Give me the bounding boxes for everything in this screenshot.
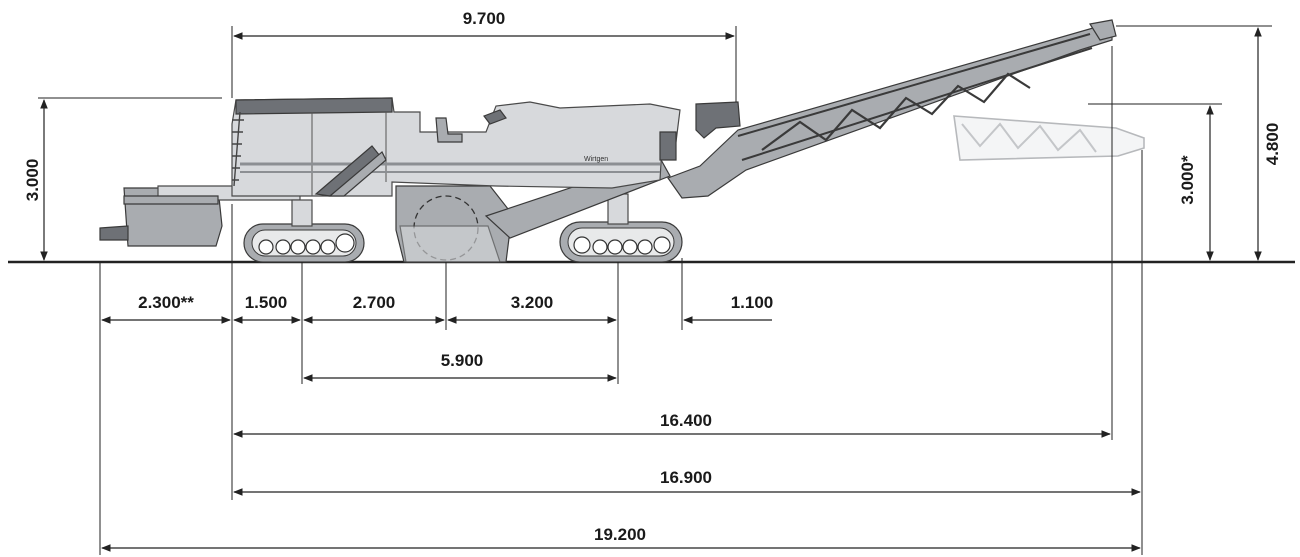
extension-lines: [38, 25, 1272, 555]
label-rear-overhang: 1.100: [731, 293, 774, 312]
label-drum-to-rear-track: 3.200: [511, 293, 554, 312]
machine-body: [231, 97, 681, 197]
front-bumper: [99, 185, 301, 247]
label-height-left: 3.000: [23, 159, 42, 202]
dimension-labels: 9.700 3.000 4.800 3.000* 2.300** 1.500 2…: [23, 9, 1282, 544]
brand-label: Wirtgen: [584, 156, 608, 163]
label-length-conveyor-extended: 16.900: [660, 468, 712, 487]
dimension-lines: [40, 27, 1262, 552]
label-front-overhang: 2.300**: [138, 293, 194, 312]
discharge-conveyor-folded: [953, 115, 1145, 161]
label-length-conveyor-folded: 16.400: [660, 411, 712, 430]
brand-plate: Wirtgen: [584, 156, 608, 163]
label-track-to-drum: 2.700: [353, 293, 396, 312]
milling-drum-housing: [395, 185, 513, 263]
label-front-to-track: 1.500: [245, 293, 288, 312]
rear-track: [559, 193, 683, 263]
discharge-conveyor: [667, 19, 1117, 199]
label-height-right-total: 4.800: [1263, 123, 1282, 166]
label-height-right-conveyor: 3.000*: [1178, 155, 1197, 205]
label-overall-length: 19.200: [594, 525, 646, 544]
label-track-base: 5.900: [441, 351, 484, 370]
cold-milling-machine: Wirtgen: [99, 19, 1145, 263]
label-top-length: 9.700: [463, 9, 506, 28]
front-track: [243, 199, 365, 263]
